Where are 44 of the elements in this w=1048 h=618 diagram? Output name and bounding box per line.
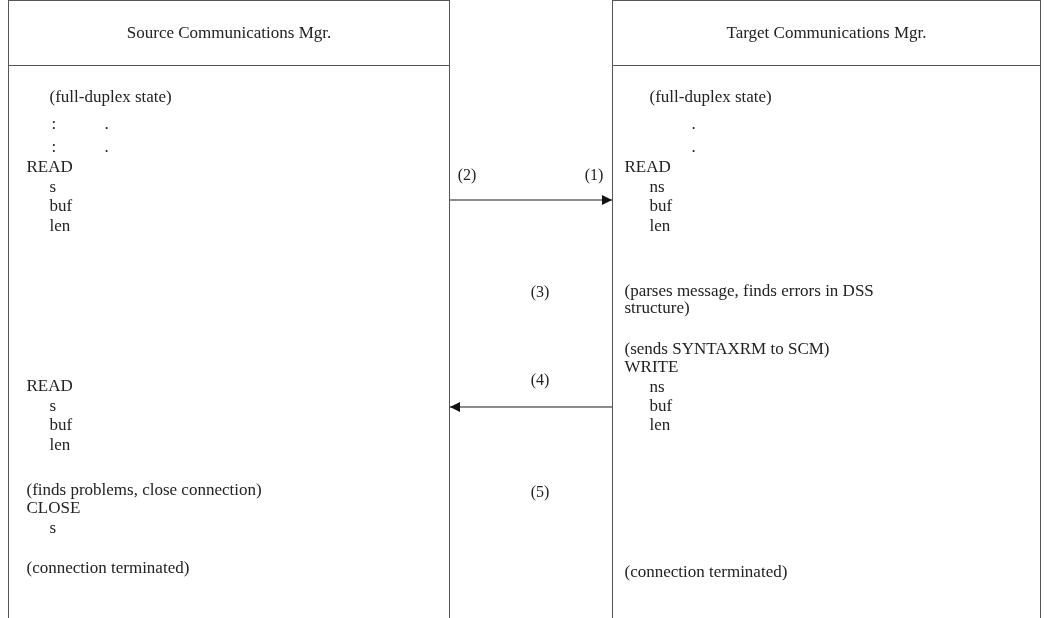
step-number: (1) — [584, 166, 604, 184]
step-text: (parses message, finds errors in DSS structure) — [624, 282, 875, 316]
step-text: : — [51, 114, 57, 132]
step-text: WRITE — [624, 357, 679, 375]
step-text: len — [49, 435, 71, 453]
step-text: ns — [649, 377, 665, 395]
step-text: s — [49, 396, 57, 414]
message-arrow — [449, 195, 613, 205]
step-text: (connection terminated) — [624, 562, 788, 580]
step-text: . — [691, 114, 696, 132]
step-text: len — [649, 415, 671, 433]
step-text: READ — [26, 376, 73, 394]
step-text: ns — [649, 177, 665, 195]
lifeline-lane — [8, 64, 450, 618]
step-number: (4) — [530, 371, 550, 389]
step-text: s — [49, 177, 57, 195]
step-text: buf — [49, 196, 73, 214]
step-text: len — [649, 216, 671, 234]
step-text: READ — [624, 157, 671, 175]
message-arrow — [449, 402, 613, 412]
step-text: (connection terminated) — [26, 558, 190, 576]
step-text: (finds problems, close connection) — [26, 480, 262, 498]
step-text: : — [51, 137, 57, 155]
step-text: buf — [649, 396, 673, 414]
step-text: s — [49, 518, 57, 536]
step-number: (3) — [530, 283, 550, 301]
step-text: READ — [26, 157, 73, 175]
step-text: CLOSE — [26, 498, 81, 516]
column-heading: Source Communications Mgr. — [126, 23, 332, 43]
step-text: (full-duplex state) — [49, 87, 172, 105]
step-text: . — [104, 114, 109, 132]
step-number: (5) — [530, 483, 550, 501]
step-text: . — [691, 137, 696, 155]
step-text: . — [104, 137, 109, 155]
step-text: (sends SYNTAXRM to SCM) — [624, 339, 830, 357]
column-heading: Target Communications Mgr. — [726, 23, 927, 43]
step-number: (2) — [457, 166, 477, 184]
step-text: (full-duplex state) — [649, 87, 772, 105]
step-text: buf — [649, 196, 673, 214]
step-text: len — [49, 216, 71, 234]
lifeline-lane — [612, 64, 1041, 618]
step-text: buf — [49, 415, 73, 433]
header-box — [612, 0, 1041, 66]
header-box — [8, 0, 450, 66]
